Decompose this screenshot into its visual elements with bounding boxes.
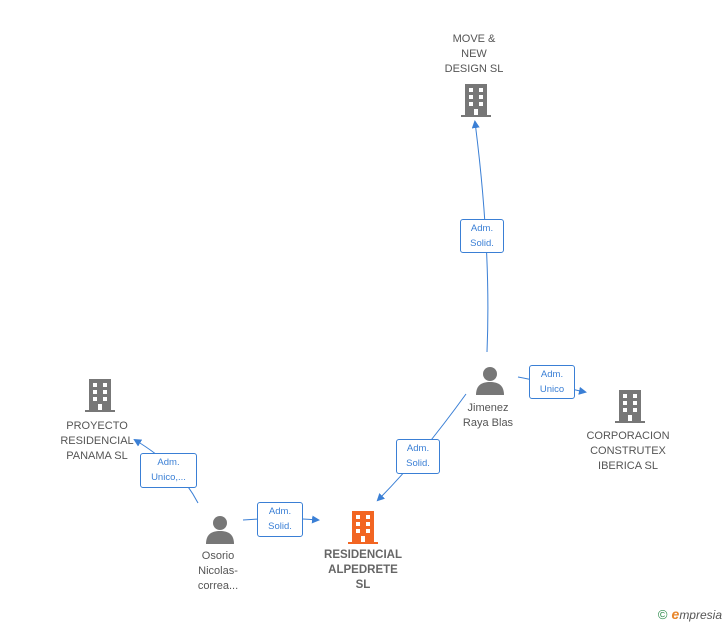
relation-badge[interactable]: Adm. Unico <box>529 365 575 399</box>
main-company-label[interactable]: RESIDENCIAL ALPEDRETE SL <box>324 549 402 591</box>
relation-badge[interactable]: Adm. Solid. <box>396 439 440 474</box>
building-icon[interactable] <box>460 82 492 118</box>
person-icon[interactable] <box>474 365 506 395</box>
building-icon[interactable] <box>84 377 116 413</box>
person-icon[interactable] <box>204 514 236 544</box>
copyright-symbol: © <box>657 606 668 622</box>
person-jimenez-label[interactable]: Jimenez Raya Blas <box>462 402 514 429</box>
company-move-new-design-label[interactable]: MOVE & NEW DESIGN SL <box>444 33 504 75</box>
company-proyecto-label[interactable]: PROYECTO RESIDENCIAL PANAMA SL <box>60 420 134 462</box>
person-osorio-label[interactable]: Osorio Nicolas- correa... <box>197 550 239 592</box>
relation-badge[interactable]: Adm. Unico,... <box>140 453 197 488</box>
building-icon[interactable] <box>614 388 646 424</box>
relation-badge[interactable]: Adm. Solid. <box>460 219 504 253</box>
empresia-watermark: © empresia <box>658 606 722 622</box>
company-corporacion-label[interactable]: CORPORACION CONSTRUTEX IBERICA SL <box>586 430 670 472</box>
empresia-logo: empresia <box>671 606 722 622</box>
relation-badge[interactable]: Adm. Solid. <box>257 502 303 537</box>
main-company-building-icon[interactable] <box>347 509 379 545</box>
